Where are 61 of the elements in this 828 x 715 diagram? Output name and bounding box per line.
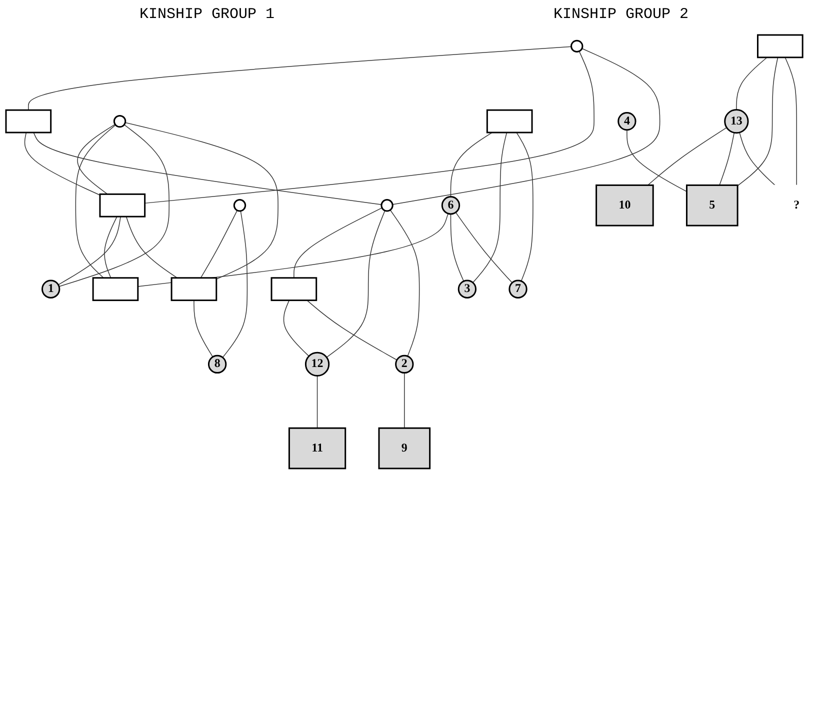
node-box [270,277,318,302]
node-box: 5 [686,184,738,226]
connector [392,48,660,205]
connector [404,372,405,428]
connector [144,50,594,204]
connector [472,132,508,284]
connector [450,214,464,282]
node-circle: 13 [724,108,749,134]
connector [222,210,248,358]
connector [24,132,100,196]
connector [739,132,776,186]
connector [737,57,778,186]
connector [719,132,735,186]
node-circle: 4 [618,112,636,131]
node-box [756,34,804,58]
node-box [92,277,139,302]
node-box [99,193,146,218]
connector [294,208,382,278]
node-circle [380,199,394,212]
connector [33,132,382,205]
node-box: 11 [288,427,346,470]
node-circle [113,114,126,128]
connector [75,124,116,278]
connector [104,216,118,278]
connector [390,210,420,357]
node-box: 10 [596,184,654,226]
connector [784,57,797,186]
node-circle: 1 [41,280,60,298]
node-circle: 12 [304,352,330,377]
connector [736,57,768,110]
connector [455,212,513,284]
connector [647,127,728,186]
connector [283,300,310,357]
connector [58,216,121,286]
node-circle: 3 [458,280,477,298]
node-box: 9 [378,427,431,470]
connector [58,124,170,287]
connector [316,375,318,428]
connector [306,300,398,360]
connector [450,132,492,198]
node-circle [570,40,584,53]
connector [626,130,688,192]
node-circle: 8 [208,354,227,374]
node-box [170,277,218,302]
connector [28,46,572,110]
node-box [5,109,52,134]
connector [194,300,214,358]
node-text: ? [794,198,800,212]
group-title: KINSHIP GROUP 2 [553,6,689,23]
connector [326,210,386,358]
node-circle: 2 [395,354,414,374]
connector [124,122,278,280]
node-circle: 7 [508,280,528,298]
group-title: KINSHIP GROUP 1 [139,6,275,23]
connector [126,216,178,278]
connector [516,132,534,282]
connector [200,210,238,278]
node-circle [233,199,246,212]
node-box [486,109,533,134]
node-circle: 6 [441,196,460,215]
connector [77,124,116,195]
